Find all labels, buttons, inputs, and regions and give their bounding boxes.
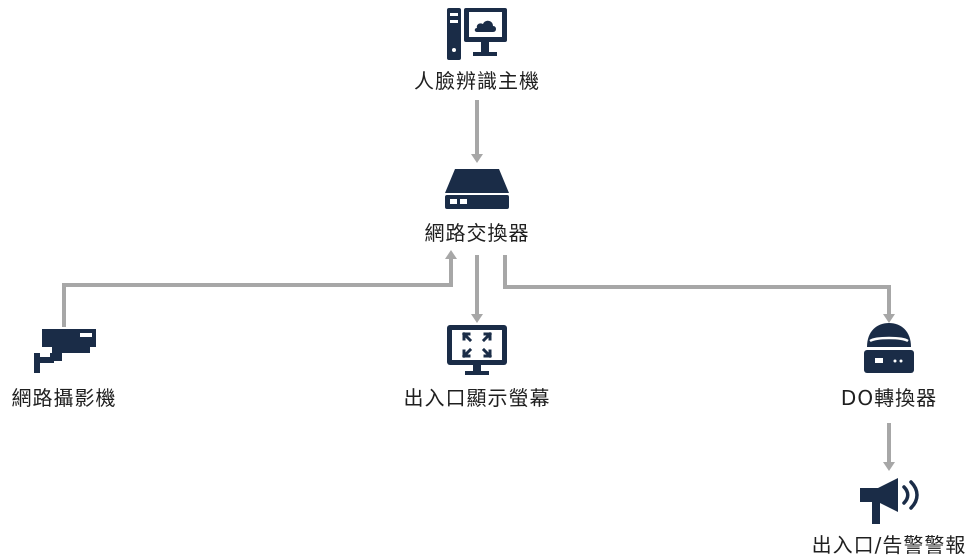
do-converter-label: DO轉換器 (840, 386, 938, 410)
fullscreen-monitor-icon (447, 325, 507, 375)
computer-cloud-icon (447, 8, 507, 60)
camera-label: 網路攝影機 (11, 386, 117, 410)
network-switch-icon (445, 169, 509, 209)
arrowhead-switch-to-do-converter (883, 314, 895, 323)
arrow-camera-to-switch (62, 259, 453, 327)
arrowhead-switch-to-display (471, 314, 483, 323)
switch-label: 網路交換器 (424, 221, 530, 245)
arrowhead-camera-to-switch (445, 250, 457, 259)
arrowhead-do-converter-to-alarm (883, 462, 895, 471)
dome-converter-icon (864, 323, 914, 373)
arrow-switch-to-do-converter (503, 255, 891, 314)
security-camera-icon (34, 329, 96, 373)
arrowhead-host-to-switch (471, 154, 483, 163)
alarm-label: 出入口/告警警報 (811, 533, 967, 557)
megaphone-icon (860, 478, 919, 524)
face-host-label: 人臉辨識主機 (414, 69, 540, 93)
display-label: 出入口顯示螢幕 (403, 386, 551, 410)
